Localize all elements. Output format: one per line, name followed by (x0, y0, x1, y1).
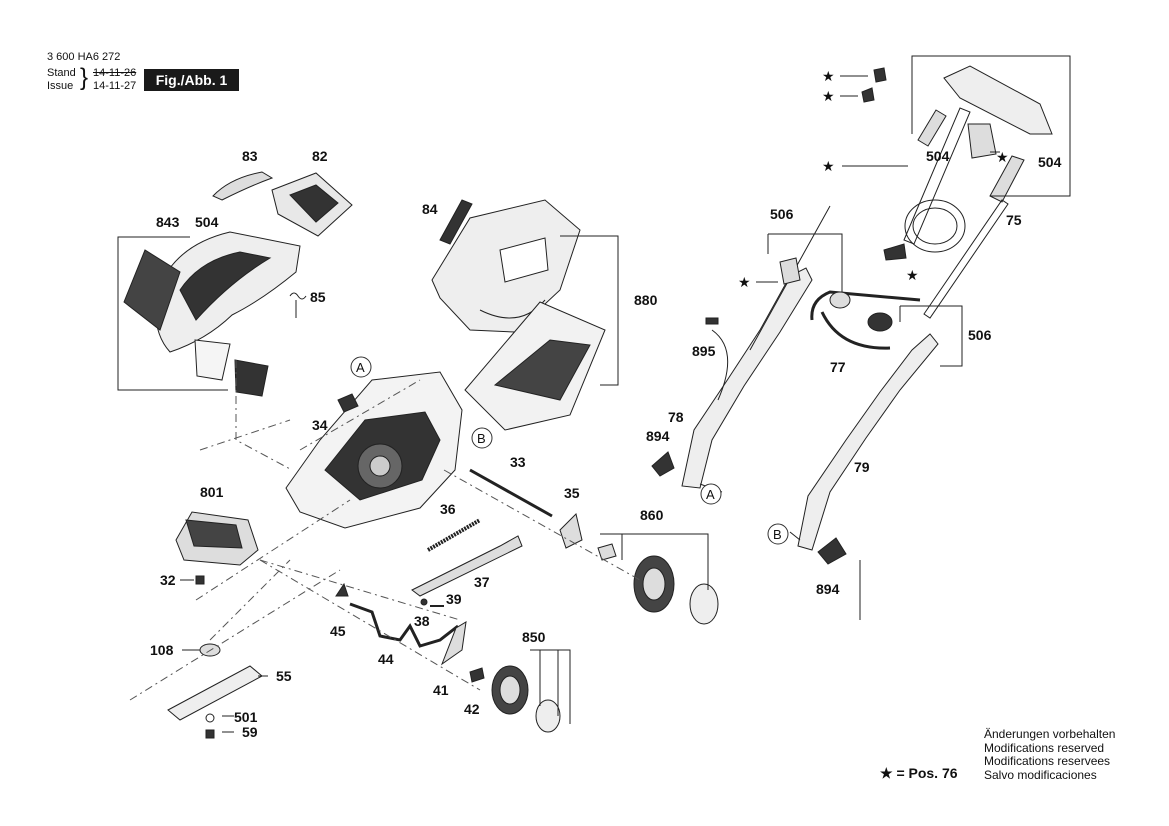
part-label-860: 860 (640, 507, 664, 523)
grass-box (431, 199, 606, 431)
star-icon: ★ (996, 149, 1009, 165)
part-label-801: 801 (200, 484, 224, 500)
part-label-79: 79 (854, 459, 870, 475)
part-label-35: 35 (564, 485, 580, 501)
front-wheel (597, 543, 719, 625)
part-label-39: 39 (446, 591, 462, 607)
part-label-894-right: 894 (816, 581, 840, 597)
ref-a-handle: A (700, 483, 722, 505)
star-icon: ★ (822, 158, 835, 174)
stand-date: 14-11-26 (93, 67, 137, 79)
figure-badge: Fig./Abb. 1 (144, 69, 239, 91)
part-label-42: 42 (464, 701, 480, 717)
part-label-504-handle-right: 504 (1038, 154, 1062, 170)
part-label-504-handle-left: 504 (926, 148, 950, 164)
motor (175, 511, 259, 566)
part-label-77: 77 (830, 359, 846, 375)
mower-deck (285, 371, 463, 529)
part-label-504: 504 (195, 214, 219, 230)
part-label-33: 33 (510, 454, 526, 470)
star-legend: ★ = Pos. 76 (880, 765, 958, 781)
grassbox-cover (271, 172, 353, 237)
note-german: Änderungen vorbehalten (984, 727, 1116, 741)
part-label-84: 84 (422, 201, 438, 217)
note-english: Modifications reserved (984, 740, 1105, 755)
document-number: 3 600 HA6 272 (47, 51, 121, 63)
part-label-32: 32 (160, 572, 176, 588)
part-label-843: 843 (156, 214, 180, 230)
part-label-78: 78 (668, 409, 684, 425)
ref-b-handle: B (767, 523, 789, 545)
part-label-75: 75 (1006, 212, 1022, 228)
part-label-59: 59 (242, 724, 258, 740)
star-icon: ★ (822, 88, 835, 104)
ref-b-deck: B (471, 427, 493, 449)
part-label-894-left: 894 (646, 428, 670, 444)
issue-label: Issue (47, 80, 74, 92)
svg-text:B: B (773, 527, 782, 542)
svg-text:A: A (706, 487, 715, 502)
part-label-506-upper: 506 (770, 206, 794, 222)
part-label-36: 36 (440, 501, 456, 517)
stand-label: Stand (47, 67, 76, 79)
part-label-850: 850 (522, 629, 546, 645)
note-french: Modifications reservees (984, 754, 1111, 768)
part-label-38: 38 (414, 613, 430, 629)
issue-date: 14-11-27 (93, 80, 137, 92)
part-label-506-lower: 506 (968, 327, 992, 343)
part-label-880: 880 (634, 292, 658, 308)
part-label-501: 501 (234, 709, 258, 725)
part-label-44: 44 (378, 651, 394, 667)
rear-wheel-small (491, 665, 561, 733)
svg-text:A: A (356, 360, 365, 375)
front-cover (123, 231, 301, 397)
part-label-45: 45 (330, 623, 346, 639)
ref-a-deck: A (350, 356, 372, 378)
part-label-895: 895 (692, 343, 716, 359)
part-label-55: 55 (276, 668, 292, 684)
part-label-41: 41 (433, 682, 449, 698)
svg-text:B: B (477, 431, 486, 446)
star-icon: ★ (738, 274, 751, 290)
part-label-83: 83 (242, 148, 258, 164)
part-label-108: 108 (150, 642, 174, 658)
part-label-82: 82 (312, 148, 328, 164)
part-label-34: 34 (312, 417, 328, 433)
part-label-85: 85 (310, 289, 326, 305)
modification-notes: Änderungen vorbehalten Modifications res… (984, 727, 1116, 782)
star-icon: ★ (822, 68, 835, 84)
carry-handle (212, 171, 274, 201)
note-spanish: Salvo modificaciones (984, 767, 1097, 782)
star-icon: ★ (906, 267, 919, 283)
part-label-37: 37 (474, 574, 490, 590)
brace: } (80, 64, 89, 91)
